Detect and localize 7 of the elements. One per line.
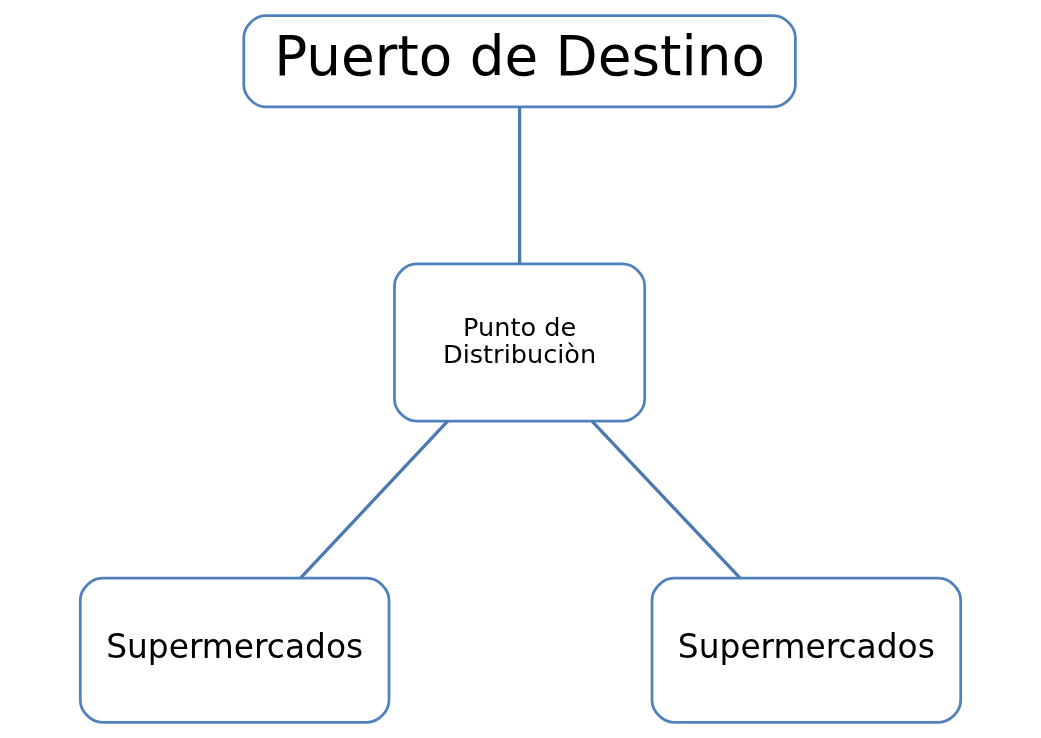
connector (299, 419, 449, 580)
node-box: Punto de Distribuciòn (393, 262, 647, 423)
node-box: Puerto de Destino (242, 14, 797, 109)
node-box: Supermercados (650, 576, 963, 724)
node-box: Supermercados (78, 576, 391, 724)
connector (517, 107, 522, 264)
connector (590, 419, 742, 580)
